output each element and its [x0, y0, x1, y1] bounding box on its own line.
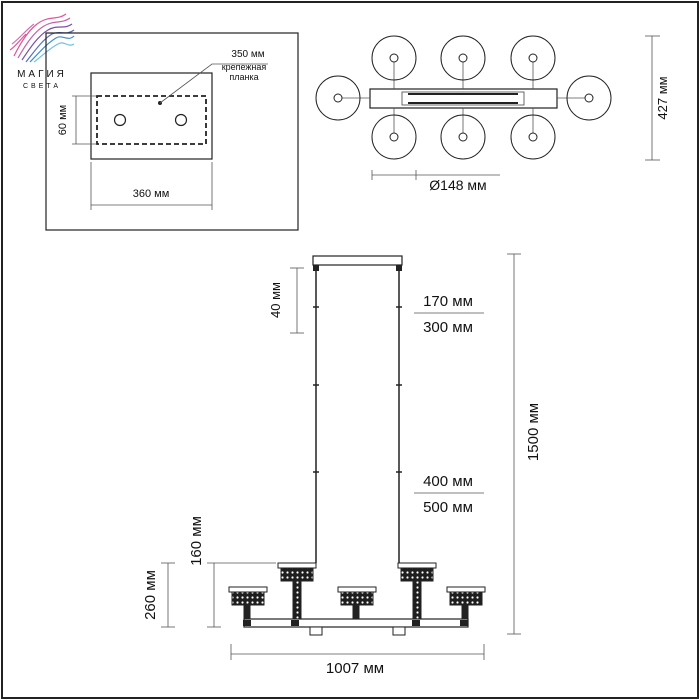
mounting-plate	[96, 95, 207, 145]
mount-hole-right	[174, 113, 188, 127]
canopy-height-label: 40 мм	[268, 282, 283, 318]
canopy-outline	[90, 72, 213, 160]
total-width-label: 1007 мм	[326, 660, 384, 677]
top-view-shades	[315, 35, 612, 160]
mount-width-label: 360 мм	[133, 188, 170, 200]
lower-arm-height-label: 260 мм	[142, 570, 159, 620]
mount-detail-frame	[45, 32, 299, 231]
side-frame-bar	[243, 618, 469, 628]
shade-diameter-label: Ø148 мм	[429, 177, 486, 193]
top-view: 427 мм Ø148 мм	[315, 35, 670, 193]
brand-logo: МАГИЯ СВЕТА	[9, 13, 75, 90]
mount-hole-left	[113, 113, 127, 127]
rod-long-b-label: 500 мм	[423, 499, 473, 516]
mount-detail: 350 мм крепежная планка 60 мм 360 мм	[45, 32, 299, 231]
total-height-label: 1500 мм	[525, 403, 542, 461]
rod-long-a-label: 400 мм	[423, 473, 473, 490]
logo-line1: МАГИЯ	[17, 69, 67, 80]
side-shades	[228, 562, 486, 606]
plate-label-line2: планка	[229, 72, 258, 82]
rod-short-b-label: 300 мм	[423, 319, 473, 336]
side-view: 40 мм 170 мм 300 мм 400 мм 500 мм 1500 м…	[142, 253, 542, 677]
plate-width-label: 350 мм	[231, 49, 264, 60]
plate-label-line1: крепежная	[222, 62, 267, 72]
rod-short-a-label: 170 мм	[423, 293, 473, 310]
mount-height-label: 60 мм	[57, 105, 69, 135]
upper-arm-height-label: 160 мм	[188, 516, 205, 566]
logo-wave-icon	[9, 13, 75, 63]
side-canopy	[312, 255, 403, 266]
logo-line2: СВЕТА	[23, 83, 61, 90]
top-depth-label: 427 мм	[655, 76, 670, 119]
